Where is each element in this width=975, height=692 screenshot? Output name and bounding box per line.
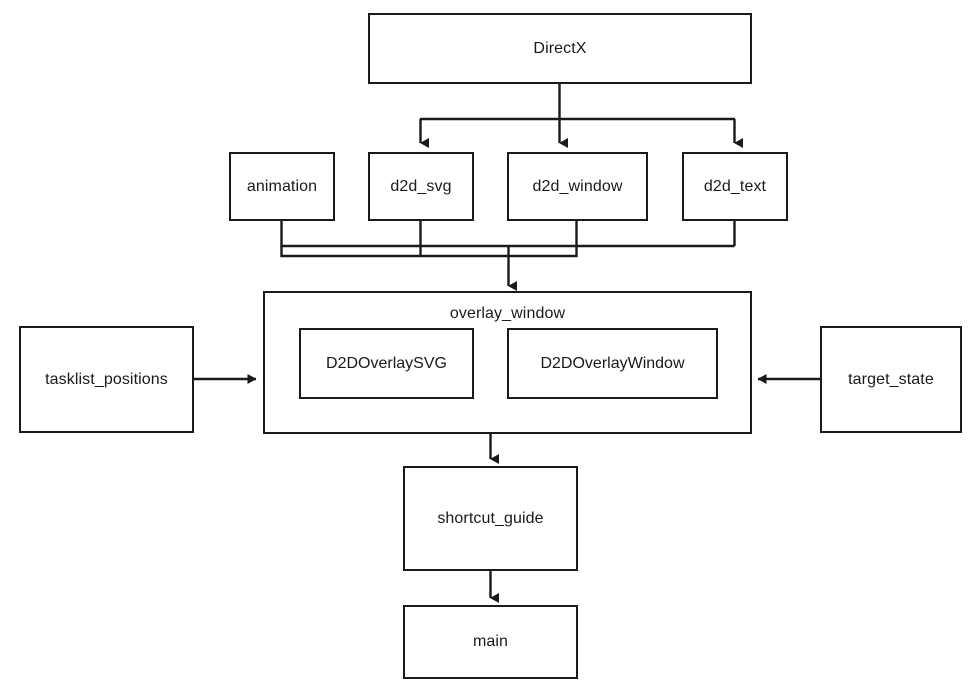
- node-d2d-svg[interactable]: d2d_svg: [368, 152, 474, 221]
- node-main[interactable]: main: [403, 605, 578, 679]
- node-d2d-overlay-svg[interactable]: D2DOverlaySVG: [299, 328, 474, 399]
- node-d2d-overlay-window[interactable]: D2DOverlayWindow: [507, 328, 718, 399]
- node-tasklist-positions-label: tasklist_positions: [45, 370, 168, 388]
- node-d2d-text[interactable]: d2d_text: [682, 152, 788, 221]
- node-shortcut-guide[interactable]: shortcut_guide: [403, 466, 578, 571]
- node-directx-label: DirectX: [533, 39, 587, 57]
- node-target-state[interactable]: target_state: [820, 326, 962, 433]
- node-d2d-overlay-svg-label: D2DOverlaySVG: [326, 354, 447, 372]
- node-tasklist-positions[interactable]: tasklist_positions: [19, 326, 194, 433]
- node-overlay-window-label: overlay_window: [449, 305, 566, 322]
- node-d2d-text-label: d2d_text: [703, 177, 767, 195]
- node-target-state-label: target_state: [848, 370, 934, 388]
- node-animation[interactable]: animation: [229, 152, 335, 221]
- node-d2d-svg-label: d2d_svg: [390, 177, 452, 195]
- node-d2d-window[interactable]: d2d_window: [507, 152, 648, 221]
- node-main-label: main: [472, 633, 509, 651]
- edge-merge-bus-outer: [280, 235, 735, 248]
- node-d2d-window-label: d2d_window: [532, 177, 623, 195]
- node-animation-label: animation: [246, 177, 318, 195]
- edge-merge-bus-inner: [280, 235, 578, 258]
- node-d2d-overlay-window-label: D2DOverlayWindow: [540, 354, 685, 372]
- node-shortcut-guide-label: shortcut_guide: [437, 509, 544, 527]
- node-directx[interactable]: DirectX: [368, 13, 752, 84]
